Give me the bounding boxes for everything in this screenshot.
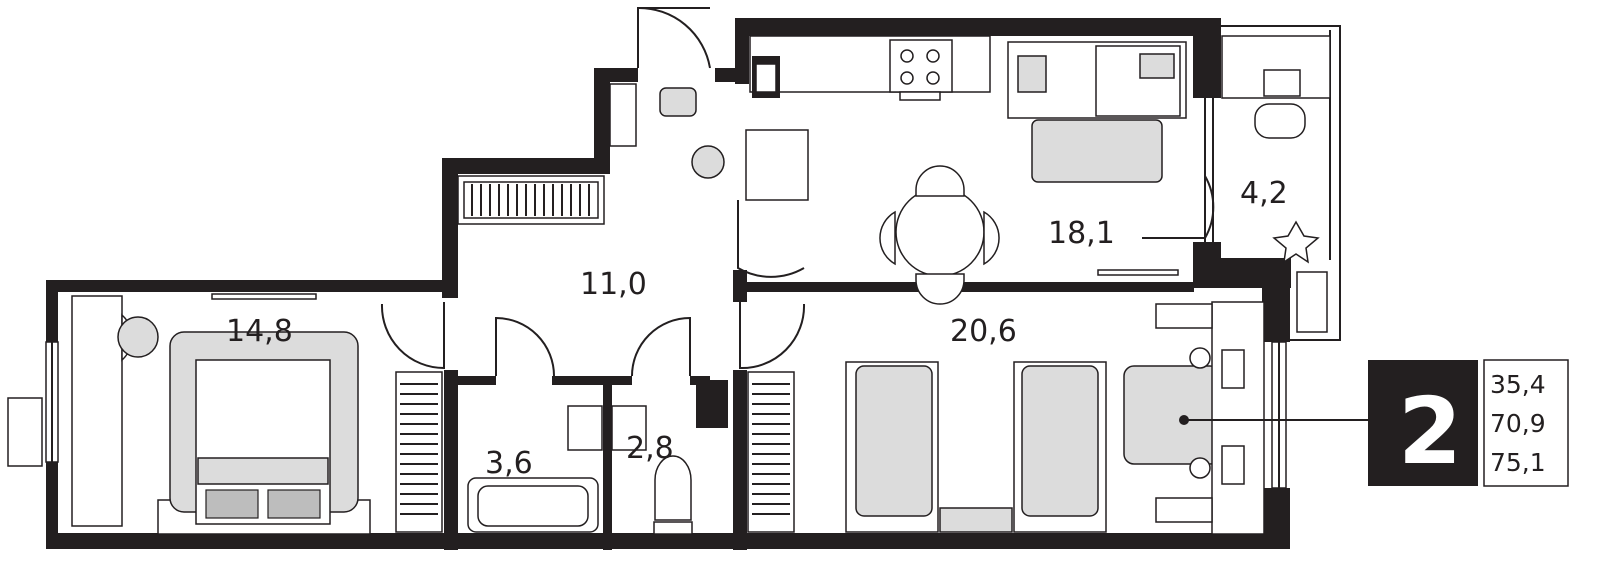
wc-area: 2,8 bbox=[626, 431, 674, 466]
furniture bbox=[7, 35, 1331, 535]
total-area-with-balcony-value: 75,1 bbox=[1490, 448, 1546, 477]
bathroom-area: 3,6 bbox=[485, 446, 533, 481]
living-area-value: 35,4 bbox=[1490, 370, 1546, 399]
living-room-area: 18,1 bbox=[1048, 216, 1115, 251]
walls bbox=[46, 18, 1291, 550]
area-summary-box bbox=[1483, 359, 1569, 487]
bedroom-left-area: 14,8 bbox=[226, 314, 293, 349]
hall-area: 11,0 bbox=[580, 267, 647, 302]
balcony-area: 4,2 bbox=[1240, 176, 1288, 211]
room-count-badge bbox=[1368, 360, 1478, 486]
thin-lines bbox=[45, 25, 1341, 489]
bedroom-right-area: 20,6 bbox=[950, 314, 1017, 349]
doors bbox=[380, 6, 1215, 377]
total-area-value: 70,9 bbox=[1490, 409, 1546, 438]
room-count: 2 bbox=[1398, 378, 1462, 485]
